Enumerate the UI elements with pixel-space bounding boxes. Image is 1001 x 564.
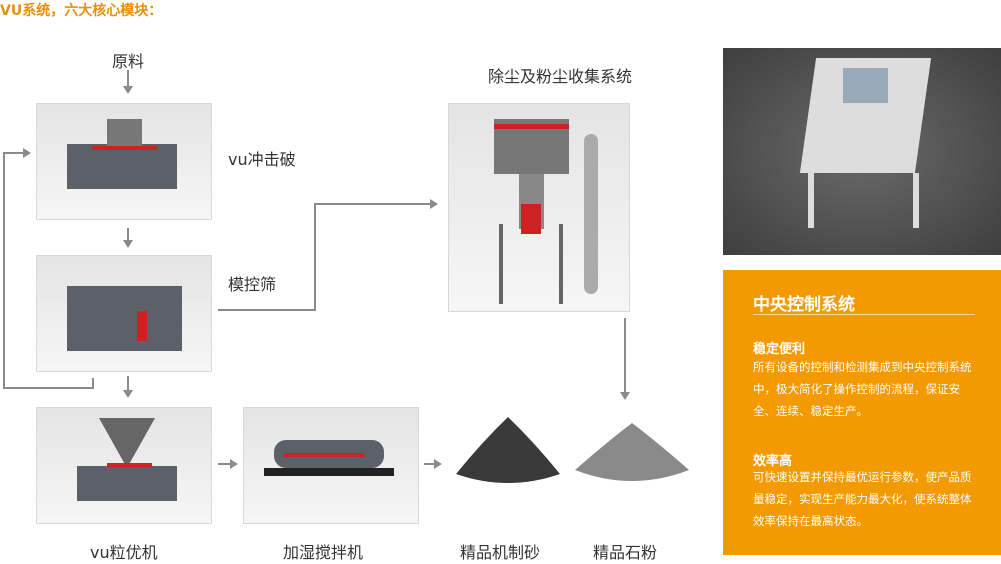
arrow-line <box>218 463 230 465</box>
loop-line <box>3 152 5 389</box>
arrow-down-icon <box>123 390 133 398</box>
arrow-line <box>314 203 316 311</box>
dust-system-image <box>448 103 630 312</box>
shaper-label: vu粒优机 <box>90 543 158 562</box>
powder-pile-image <box>575 423 689 481</box>
arrow-line <box>314 203 430 205</box>
arrow-right-icon <box>23 148 31 158</box>
loop-line <box>3 387 94 389</box>
loop-line <box>92 378 94 389</box>
control-console-image <box>723 48 1001 255</box>
arrow-down-icon <box>123 240 133 248</box>
arrow-down-icon <box>123 86 133 94</box>
arrow-line <box>624 318 626 392</box>
crusher-label: vu冲击破 <box>228 150 296 169</box>
raw-material-label: 原料 <box>112 52 145 71</box>
arrow-line <box>127 70 129 86</box>
mixer-label: 加湿搅拌机 <box>283 543 364 562</box>
arrow-line <box>127 228 129 240</box>
arrow-line <box>127 376 129 390</box>
sand-label: 精品机制砂 <box>460 543 541 562</box>
loop-line <box>3 152 23 154</box>
arrow-right-icon <box>434 459 442 469</box>
panel-title: 中央控制系统 <box>753 295 855 315</box>
stability-text: 所有设备的控制和检测集成到中央控制系统中，极大简化了操作控制的流程，保证安全、连… <box>753 360 972 418</box>
screen-label: 模控筛 <box>228 275 277 294</box>
divider <box>753 314 975 315</box>
arrow-line <box>424 463 434 465</box>
powder-label: 精品石粉 <box>593 543 658 562</box>
arrow-right-icon <box>230 459 238 469</box>
screen-image <box>36 255 212 372</box>
arrow-down-icon <box>620 392 630 400</box>
dust-system-label: 除尘及粉尘收集系统 <box>488 67 633 86</box>
arrow-line <box>218 309 316 311</box>
shaper-image <box>36 407 212 524</box>
crusher-image <box>36 103 212 220</box>
page-title: VU系统，六大核心模块： <box>0 3 163 19</box>
mixer-image <box>243 407 419 524</box>
stability-heading: 稳定便利 <box>753 342 806 357</box>
central-control-panel: 中央控制系统 稳定便利 所有设备的控制和检测集成到中央控制系统中，极大简化了操作… <box>723 270 1001 555</box>
efficiency-text: 可快速设置并保持最优运行参数，使产品质量稳定，实现生产能力最大化，使系统整体效率… <box>753 470 972 528</box>
sand-pile-image <box>456 417 560 483</box>
efficiency-heading: 效率高 <box>753 454 793 469</box>
arrow-right-icon <box>430 199 438 209</box>
